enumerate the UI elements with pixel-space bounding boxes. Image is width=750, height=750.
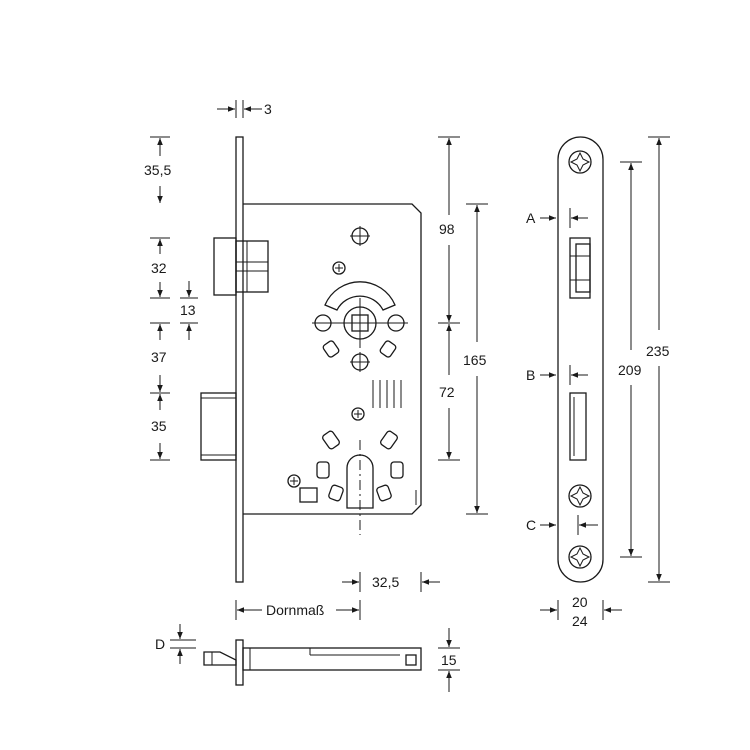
callout-c: C bbox=[526, 517, 536, 533]
faceplate-front-view bbox=[557, 136, 604, 583]
dim-72-label: 72 bbox=[439, 384, 455, 400]
bottom-view-dimensions: D 15 bbox=[155, 624, 460, 692]
faceplate-thickness-label: 3 bbox=[264, 101, 272, 117]
latch-opening bbox=[569, 237, 591, 299]
screw-icon bbox=[351, 407, 365, 421]
screw-icon bbox=[287, 474, 301, 488]
screw-icon bbox=[332, 261, 346, 275]
bolt-opening bbox=[569, 392, 587, 461]
screw-hole-icon bbox=[568, 150, 592, 174]
front-view-dimensions: 3 35,5 32 13 37 35 98 72 bbox=[144, 100, 488, 620]
screw-hole-icon bbox=[568, 484, 592, 508]
latch-edge bbox=[203, 651, 237, 666]
dim-37-label: 37 bbox=[151, 349, 167, 365]
dim-24-label: 24 bbox=[572, 613, 588, 629]
faceplate bbox=[235, 136, 244, 583]
lock-case bbox=[243, 203, 422, 515]
dim-98-label: 98 bbox=[439, 221, 455, 237]
dim-15-label: 15 bbox=[441, 652, 457, 668]
dim-35-label: 35 bbox=[151, 418, 167, 434]
lock-body-front-view bbox=[200, 136, 422, 583]
screw-hole-icon bbox=[568, 545, 592, 569]
dim-209-label: 209 bbox=[618, 362, 642, 378]
dim-32-label: 32 bbox=[151, 260, 167, 276]
dim-235-label: 235 bbox=[646, 343, 670, 359]
dim-165-label: 165 bbox=[463, 352, 487, 368]
faceplate-outline bbox=[557, 136, 604, 583]
faceplate-dimensions: A B C 209 235 20 24 bbox=[526, 136, 670, 629]
lock-bottom-view bbox=[203, 639, 422, 686]
backset-label: Dornmaß bbox=[266, 602, 324, 618]
dim-13-label: 13 bbox=[180, 302, 196, 318]
callout-b: B bbox=[526, 367, 535, 383]
latch-bolt bbox=[213, 237, 269, 296]
cylinder-cutout bbox=[299, 430, 404, 535]
dim-32-5-label: 32,5 bbox=[372, 574, 399, 590]
case-edge bbox=[242, 647, 422, 671]
dim-35-5-label: 35,5 bbox=[144, 162, 171, 178]
spring-marks bbox=[372, 380, 402, 408]
dead-bolt bbox=[200, 392, 237, 461]
callout-a: A bbox=[526, 210, 536, 226]
spindle-follower bbox=[312, 281, 408, 372]
faceplate-edge bbox=[235, 639, 244, 686]
dim-20-label: 20 bbox=[572, 594, 588, 610]
callout-d: D bbox=[155, 636, 165, 652]
